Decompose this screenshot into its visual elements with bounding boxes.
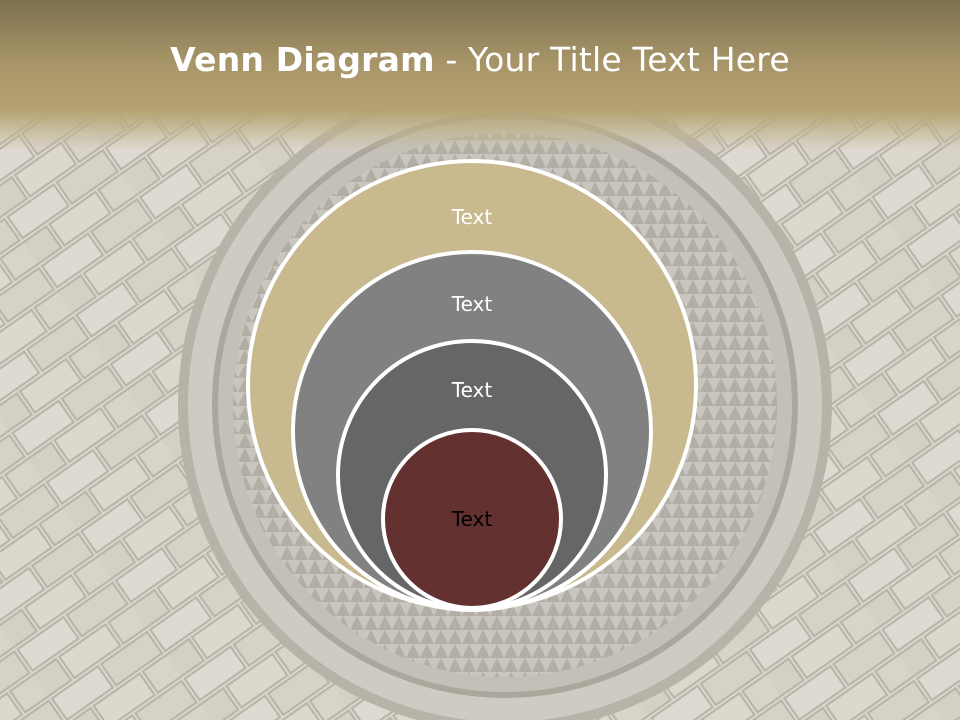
- circle-2-label: Text: [451, 292, 493, 316]
- circle-3-label: Text: [451, 378, 493, 402]
- circle-4: Text: [381, 428, 563, 610]
- circle-1-label: Text: [451, 205, 493, 229]
- circle-4-label: Text: [451, 507, 493, 531]
- title-rest: - Your Title Text Here: [434, 40, 790, 79]
- slide-title: Venn Diagram - Your Title Text Here: [0, 40, 960, 79]
- title-bold: Venn Diagram: [170, 40, 435, 79]
- title-band: [0, 0, 960, 150]
